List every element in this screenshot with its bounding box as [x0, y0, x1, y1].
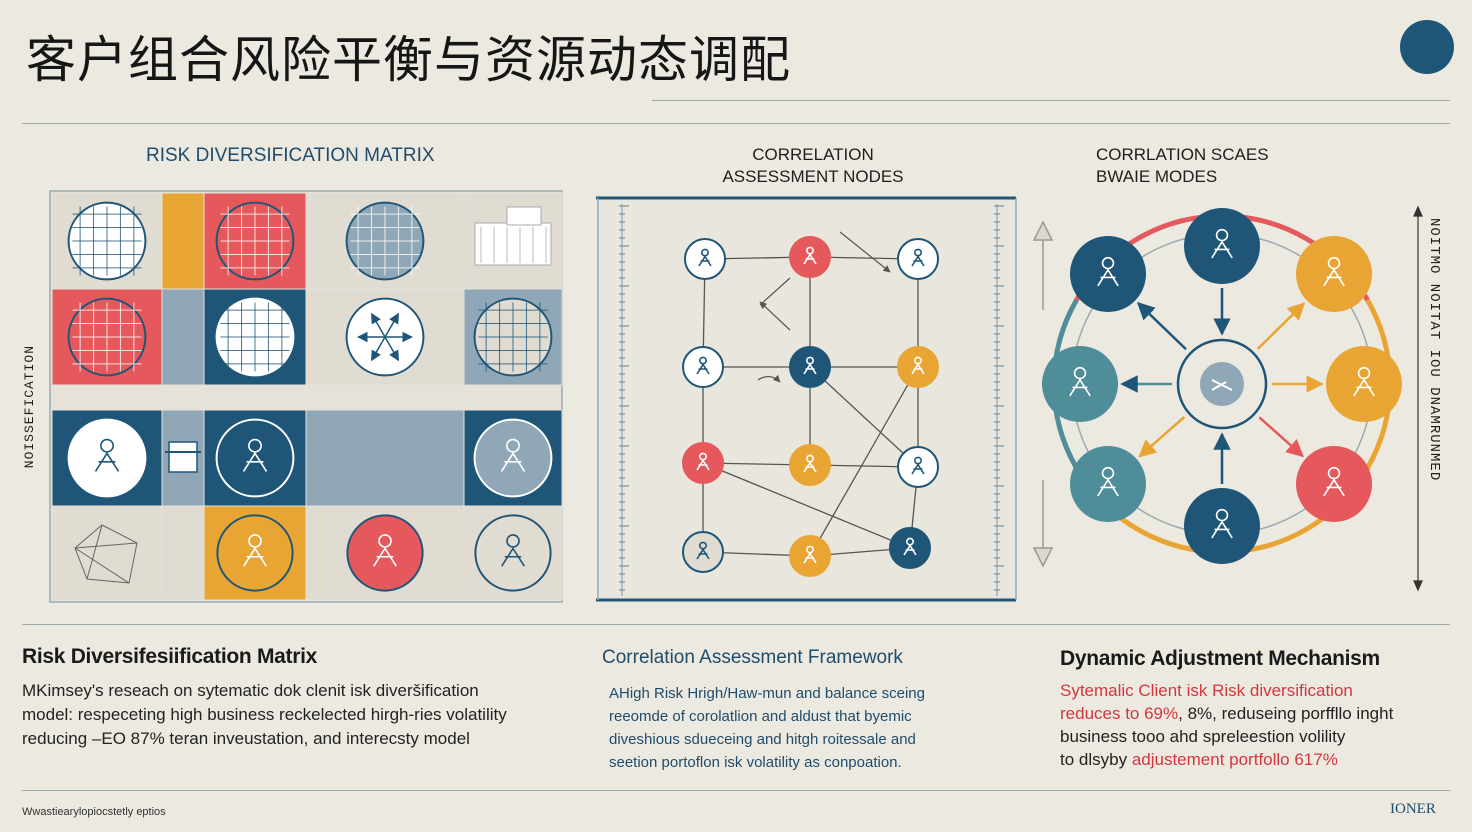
col3-line1: Sytemalic Client isk Risk diversificatio…	[1060, 681, 1353, 700]
grid-globe-icon	[67, 201, 147, 281]
matrix-cell	[161, 288, 205, 386]
content-divider	[22, 624, 1450, 625]
matrix-cell	[463, 192, 563, 290]
coral-icon	[473, 418, 553, 498]
group-icon	[474, 514, 552, 592]
col3-line2-rest: , 8%, reduseing porffllo inght	[1178, 704, 1394, 723]
pattern-icon	[215, 418, 295, 498]
scale-box-icon	[165, 441, 201, 473]
col3-body: Sytemalic Client isk Risk diversificatio…	[1060, 679, 1393, 771]
bars-icon	[897, 346, 939, 388]
header-divider-short	[652, 100, 1450, 101]
walker-icon	[897, 238, 939, 280]
stack-icon	[789, 535, 831, 577]
pencil-icon	[1070, 446, 1146, 522]
correlation-header-line2: ASSESSMENT NODES	[722, 167, 904, 186]
right-vertical-label: NOITMO NOITAT IOU DNAMRUNMED	[1426, 218, 1442, 482]
matrix-header: RISK DIVERSIFICATION MATRIX	[146, 145, 435, 166]
cracked-globe-icon	[67, 297, 147, 377]
matrix-cell	[203, 505, 307, 601]
correlation-header-line1: CORRELATION	[752, 145, 874, 164]
window-icon	[682, 531, 724, 573]
matrix-cell	[161, 192, 205, 290]
matrix-cell	[203, 288, 307, 386]
side-triangles	[1032, 220, 1054, 568]
matrix-cell	[51, 409, 163, 507]
matrix-cell	[161, 409, 205, 507]
col2-line4: seetion portoflon isk volatility as conp…	[609, 754, 902, 771]
matrix-cell	[305, 505, 465, 601]
col2-line3: diveshious sdueceing and hitgh roitessal…	[609, 731, 916, 748]
col2-line1: AHigh Risk Hrigh/Haw-mun and balance sce…	[609, 685, 925, 702]
matrix-cell	[305, 409, 465, 507]
compass-icon	[345, 297, 425, 377]
letters-icon	[682, 346, 724, 388]
col1-line3: reducing –EO 87% teran inveustation, and…	[22, 729, 470, 748]
cell-globe-icon	[215, 297, 295, 377]
risk-matrix	[49, 190, 563, 603]
col3-title: Dynamic Adjustment Mechanism	[1060, 647, 1380, 670]
dynamic-cycle-diagram	[1042, 208, 1402, 564]
needle-icon	[1176, 338, 1268, 430]
col1-line2: model: respeceting high business reckele…	[22, 705, 507, 724]
network-globe-icon	[215, 201, 295, 281]
col1-body: MKimsey's reseach on sytematic dok cleni…	[22, 679, 507, 751]
matrix-cell	[51, 505, 163, 601]
scales-header-line1: CORRLATION SCAES	[1096, 145, 1269, 164]
brain-icon	[67, 418, 147, 498]
bird-icon	[889, 527, 931, 569]
ribbon-icon	[1326, 346, 1402, 422]
footer-divider	[22, 790, 1450, 791]
family-icon	[1070, 236, 1146, 312]
col3-line4-start: to dlsyby	[1060, 750, 1132, 769]
col3-line4-highlight: adjustement portfollo 617%	[1131, 750, 1338, 769]
matrix-cell	[463, 505, 563, 601]
person-icon	[789, 236, 831, 278]
person-icon	[346, 514, 424, 592]
correlation-network	[682, 231, 939, 577]
footer-right: IONER	[1390, 801, 1436, 817]
matrix-cell	[203, 192, 307, 290]
footer-left: Wwastiearylopiocstetly eptios	[22, 806, 166, 818]
matrix-cell	[305, 288, 465, 386]
dots-icon	[789, 444, 831, 486]
col2-body: AHigh Risk Hrigh/Haw-mun and balance sce…	[609, 682, 925, 774]
matrix-cell	[463, 409, 563, 507]
brand-dot-icon	[1400, 20, 1454, 74]
matrix-cell	[305, 192, 465, 290]
tools-icon	[1296, 446, 1372, 522]
scales-header-line2: BWAIE MODES	[1096, 167, 1218, 186]
world-map-icon	[473, 297, 553, 377]
matrix-cell	[51, 192, 163, 290]
building-icon	[474, 206, 552, 266]
scales-header: CORRLATION SCAES BWAIE MODES	[1096, 144, 1269, 188]
right-axis-arrow	[1413, 205, 1423, 592]
people-icon	[684, 238, 726, 280]
col2-title: Correlation Assessment Framework	[602, 647, 903, 668]
runner-icon	[897, 446, 939, 488]
face-icon	[1296, 236, 1372, 312]
page-title: 客户组合风险平衡与资源动态调配	[26, 31, 791, 89]
figure-icon	[1042, 346, 1118, 422]
matrix-cell	[161, 505, 205, 601]
col1-title: Risk Diversifesiification Matrix	[22, 645, 318, 668]
wireframe-icon	[74, 524, 138, 584]
correlation-header: CORRELATION ASSESSMENT NODES	[700, 144, 926, 188]
tree-icon	[1184, 488, 1260, 564]
matrix-cell	[463, 288, 563, 386]
col2-line2: reeomde of corolatlion and aldust that b…	[609, 708, 912, 725]
hammer-icon	[1184, 208, 1260, 284]
matrix-cell	[203, 409, 307, 507]
matrix-cell	[51, 288, 163, 386]
col3-line2-highlight: reduces to 69%	[1060, 704, 1179, 723]
figure-icon	[216, 514, 294, 592]
col3-line3: business tooo ahd spreleestion volility	[1060, 727, 1346, 746]
col1-line1: MKimsey's reseach on sytematic dok cleni…	[22, 681, 479, 700]
scatter-icon	[682, 442, 724, 484]
brain-globe-icon	[345, 201, 425, 281]
figure-icon	[789, 346, 831, 388]
header-divider	[22, 123, 1450, 124]
